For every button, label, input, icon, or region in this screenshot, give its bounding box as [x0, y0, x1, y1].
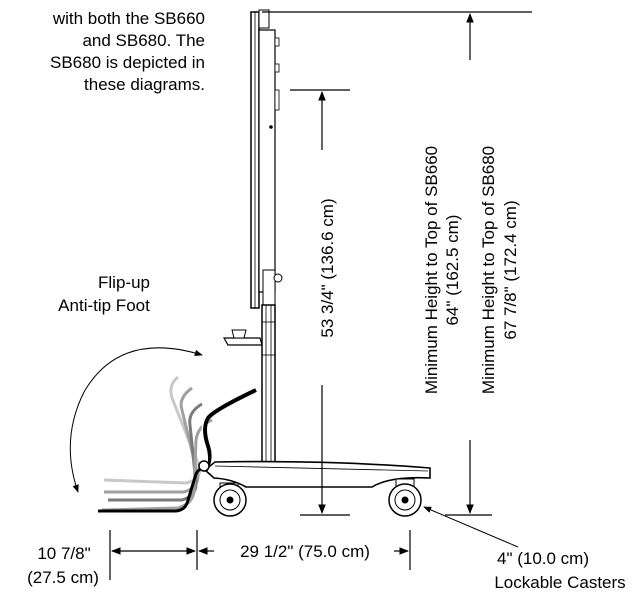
casters-callout: 4" (10.0 cm) Lockable Casters	[423, 506, 626, 592]
stand-column	[261, 304, 276, 471]
pen-tray	[222, 329, 263, 346]
note-text: with both the SB660 and SB680. The SB680…	[50, 9, 205, 94]
foot-label: Flip-up Anti-tip Foot	[58, 273, 150, 315]
note-line-1: with both the SB660	[52, 9, 205, 28]
dimension-sb660-value: 64" (162.5 cm)	[443, 215, 462, 326]
flip-arrow	[69, 347, 203, 493]
dimension-base-length-label: 29 1/2" (75.0 cm)	[240, 542, 370, 561]
note-line-2: and SB680. The	[82, 31, 205, 50]
display-panel	[250, 9, 283, 309]
dimension-foot-length: 10 7/8" (27.5 cm)	[27, 530, 198, 587]
foot-label-line-2: Anti-tip Foot	[58, 296, 150, 315]
dimension-base-length: 29 1/2" (75.0 cm)	[198, 530, 411, 570]
dimension-sb660-title: Minimum Height to Top of SB660	[422, 146, 441, 394]
casters-type-label: Lockable Casters	[494, 573, 625, 592]
caster-rear	[388, 478, 422, 517]
foot-label-line-1: Flip-up	[98, 273, 150, 292]
dimension-board-height-label: 53 3/4" (136.6 cm)	[318, 198, 337, 337]
dimension-sb680-title: Minimum Height to Top of SB680	[479, 146, 498, 394]
dimension-board-height: 53 3/4" (136.6 cm)	[290, 89, 350, 516]
casters-size-label: 4" (10.0 cm)	[497, 549, 589, 568]
dimension-overall-height: Minimum Height to Top of SB660 64" (162.…	[262, 11, 532, 516]
dimension-foot-length-line-1: 10 7/8"	[37, 544, 90, 563]
note-line-3: SB680 is depicted in	[50, 53, 205, 72]
dimension-sb680-value: 67 7/8" (172.4 cm)	[501, 200, 520, 339]
caster-front	[213, 482, 247, 517]
dimension-foot-length-line-2: (27.5 cm)	[27, 568, 99, 587]
note-line-4: these diagrams.	[84, 75, 205, 94]
